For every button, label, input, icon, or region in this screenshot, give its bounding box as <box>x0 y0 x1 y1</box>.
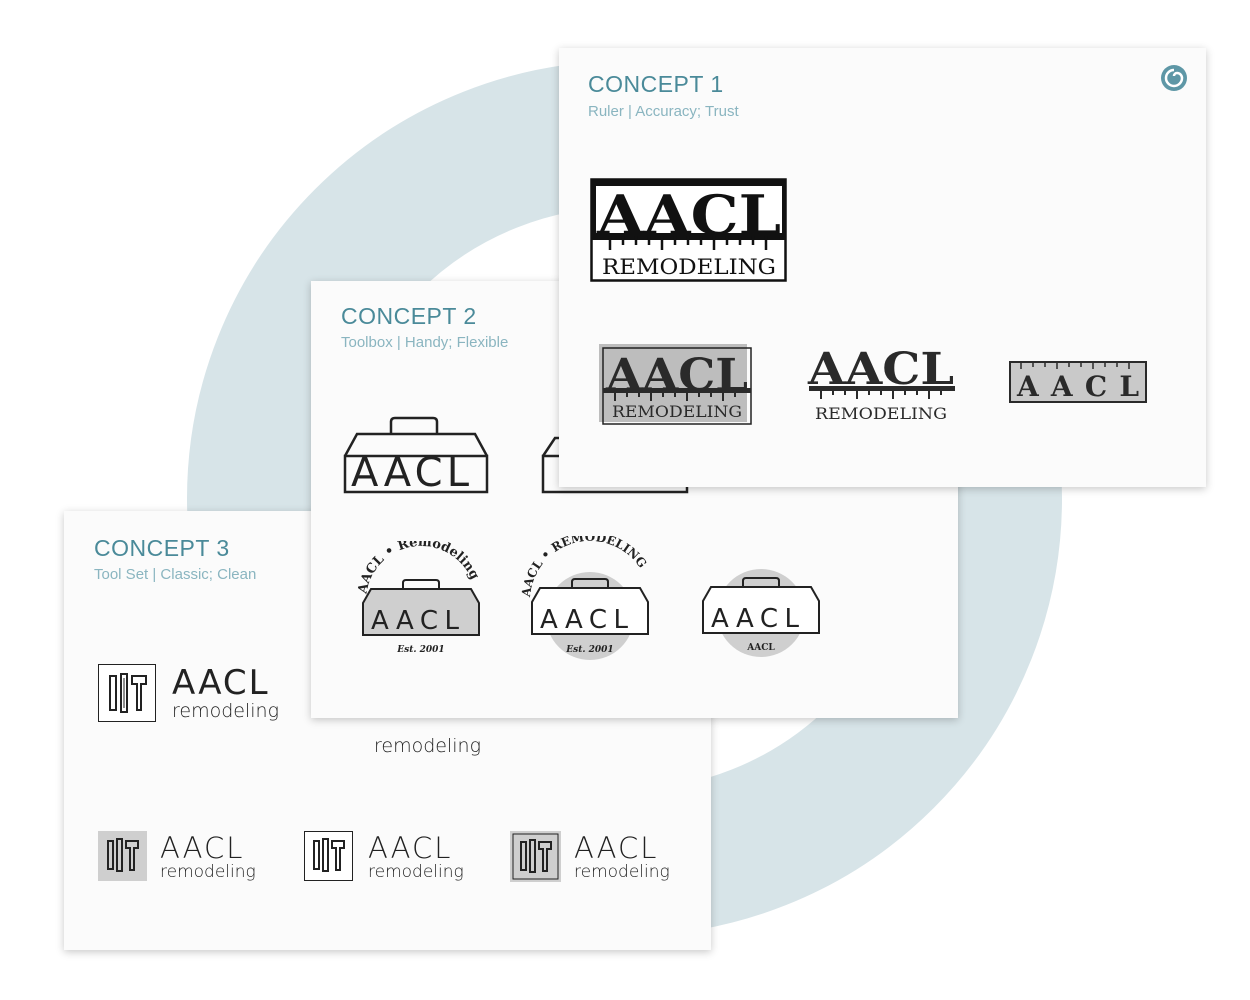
concept-3-logo-variant-2: AACL remodeling <box>304 831 484 883</box>
concept-3-logo-main: AACL remodeling <box>98 664 298 724</box>
tool-set-icon <box>98 831 147 881</box>
arc-text-mixed-1: AACL • Remodeling <box>355 541 482 596</box>
concept-3-v3-name: AACL <box>574 831 659 865</box>
concept-3-v2-tagline: remodeling <box>368 862 464 882</box>
concept-3-v1-tagline: remodeling <box>160 862 256 882</box>
toolbox-logo-main: AACL <box>343 416 489 496</box>
concept-1-subtitle: Ruler | Accuracy; Trust <box>588 103 739 120</box>
ruler-v1-tagline: REMODELING <box>612 402 742 421</box>
concept-3-v1-name: AACL <box>160 831 245 865</box>
concept-3-logo-variant-3: AACL remodeling <box>510 831 700 883</box>
concept-3-title: CONCEPT 3 <box>94 535 230 561</box>
concept-3-logo-variant-1: AACL remodeling <box>98 831 278 883</box>
svg-text:AACL • Remodeling: AACL • Remodeling <box>355 541 482 596</box>
ruler-main-tagline: REMODELING <box>602 255 776 279</box>
ruler-logo-variant-3: AACL <box>1009 361 1147 403</box>
concept-3-v3-tagline: remodeling <box>574 862 670 882</box>
tool-set-icon <box>510 831 561 882</box>
toolbox-main-name: AACL <box>351 450 470 496</box>
tool-set-icon <box>98 664 156 722</box>
concept-3-logo-tagline: remodeling <box>172 700 279 722</box>
arc-logo-2-est: Est. 2001 <box>565 645 613 655</box>
concept-1-title: CONCEPT 1 <box>588 71 724 97</box>
tool-set-icon <box>304 831 353 881</box>
concept-2-subtitle: Toolbox | Handy; Flexible <box>341 334 509 351</box>
ruler-logo-main: AACL REMODELING <box>590 178 787 282</box>
toolbox-arc-logo-1: AACL • Remodeling AACL Est. 2001 <box>355 541 482 655</box>
arc-logo-1-est: Est. 2001 <box>396 645 444 655</box>
concept-3-logo-hidden-tagline: remodeling <box>374 735 481 757</box>
concept-3-v2-name: AACL <box>368 831 453 865</box>
swirl-logo-icon <box>1161 65 1187 91</box>
ruler-v2-tagline: REMODELING <box>815 404 947 423</box>
ruler-logo-variant-2: AACL REMODELING <box>807 344 955 423</box>
concept-3-logo-name: AACL <box>172 663 270 703</box>
toolbox-circle-logo: AACL AACL <box>702 569 820 657</box>
concept-2-title: CONCEPT 2 <box>341 303 477 329</box>
concept-1-card: CONCEPT 1 Ruler | Accuracy; Trust AACL R… <box>559 48 1206 487</box>
ruler-logo-variant-1: AACL REMODELING <box>599 344 752 425</box>
toolbox-arc-logo-2: AACL • REMODELING AACL Est. 2001 <box>520 536 649 660</box>
circle-logo-caption: AACL <box>746 643 775 653</box>
concept-3-subtitle: Tool Set | Classic; Clean <box>94 566 257 583</box>
